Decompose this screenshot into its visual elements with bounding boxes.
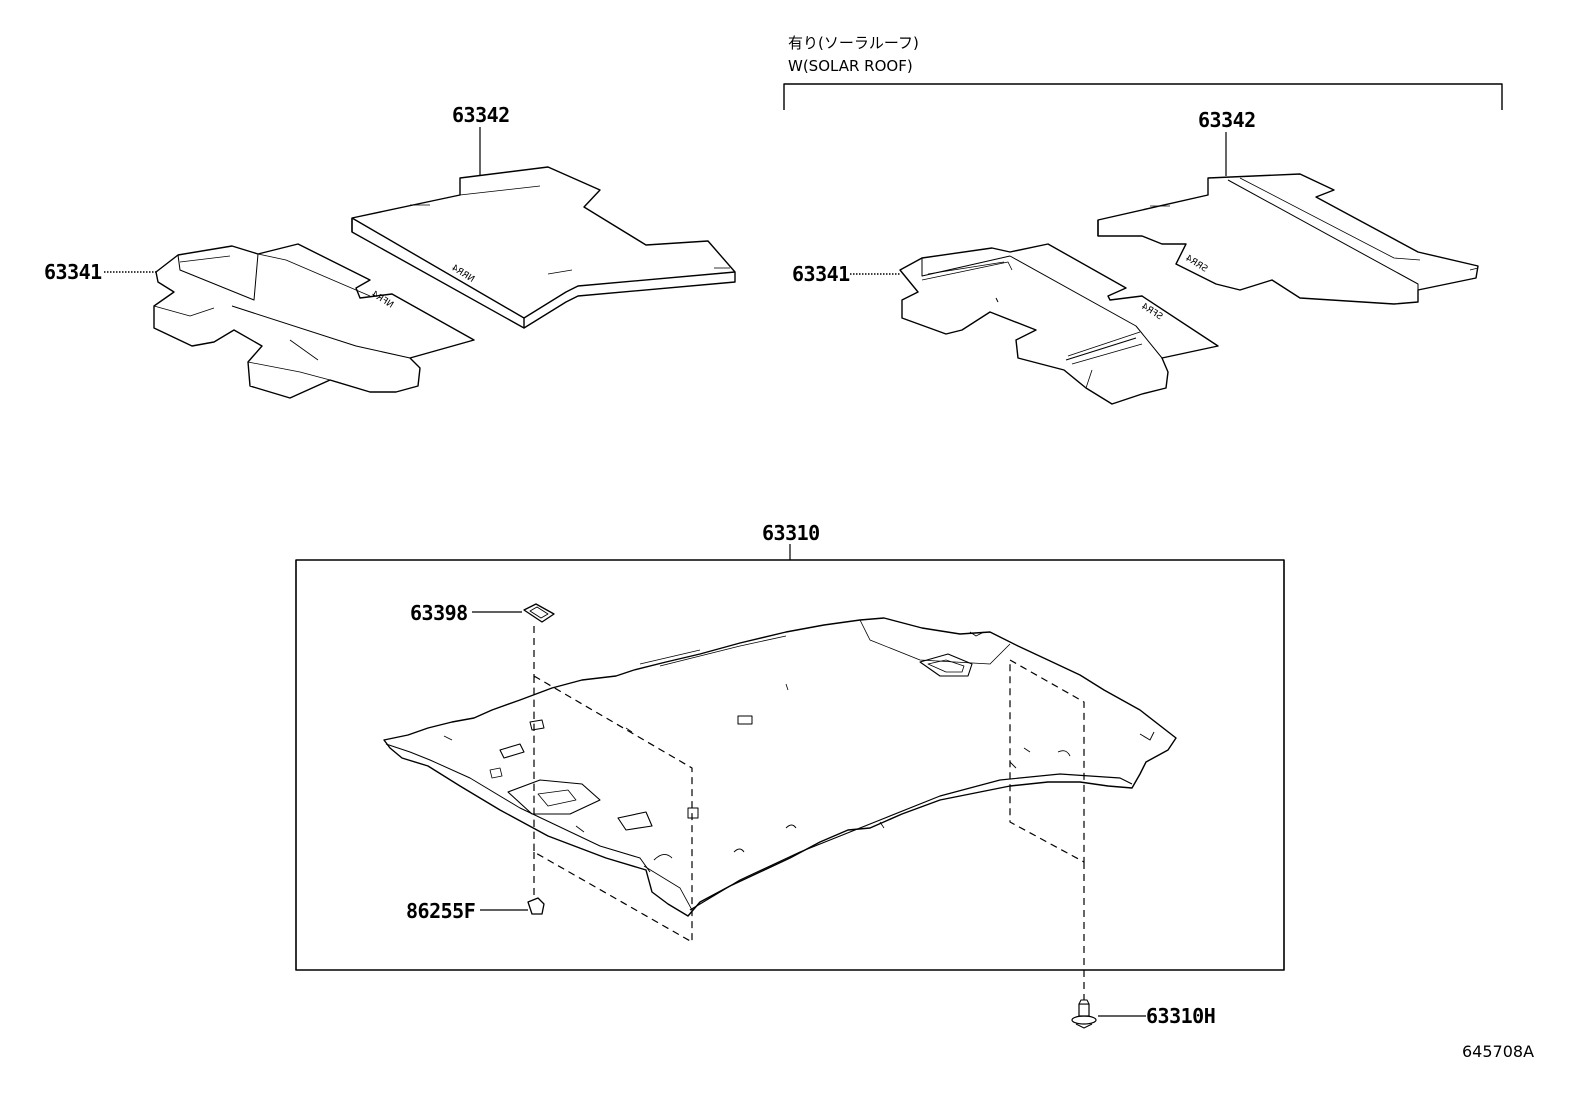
part-label-63342-left[interactable]: 63342 bbox=[452, 103, 510, 127]
diagram-reference-number: 645708A bbox=[1462, 1042, 1535, 1061]
reference-box-left bbox=[533, 675, 693, 943]
clip-86255F-shape bbox=[527, 897, 545, 915]
variant-note-jp: 有り(ソーラルーフ) bbox=[788, 34, 919, 52]
fastener-63310H-shape bbox=[1071, 862, 1097, 1029]
pad-front-right-shape bbox=[899, 243, 1219, 405]
part-label-63341-left[interactable]: 63341 bbox=[44, 260, 102, 284]
part-label-63310[interactable]: 63310 bbox=[762, 521, 820, 545]
cover-63398-shape bbox=[523, 603, 555, 623]
part-label-63398[interactable]: 63398 bbox=[410, 601, 468, 625]
pad-rear-left-shape bbox=[351, 166, 736, 329]
variant-bracket bbox=[783, 83, 1503, 110]
pad-rear-right-shape bbox=[1097, 173, 1479, 305]
part-label-63310H[interactable]: 63310H bbox=[1146, 1004, 1216, 1028]
variant-note-en: W(SOLAR ROOF) bbox=[788, 57, 913, 75]
part-label-86255F[interactable]: 86255F bbox=[406, 899, 476, 923]
part-label-63341-right[interactable]: 63341 bbox=[792, 262, 850, 286]
part-label-63342-right[interactable]: 63342 bbox=[1198, 108, 1256, 132]
pad-front-left-shape bbox=[153, 243, 475, 399]
headlining-panel-shape bbox=[383, 617, 1177, 917]
headlining-assembly-frame bbox=[295, 559, 1285, 971]
